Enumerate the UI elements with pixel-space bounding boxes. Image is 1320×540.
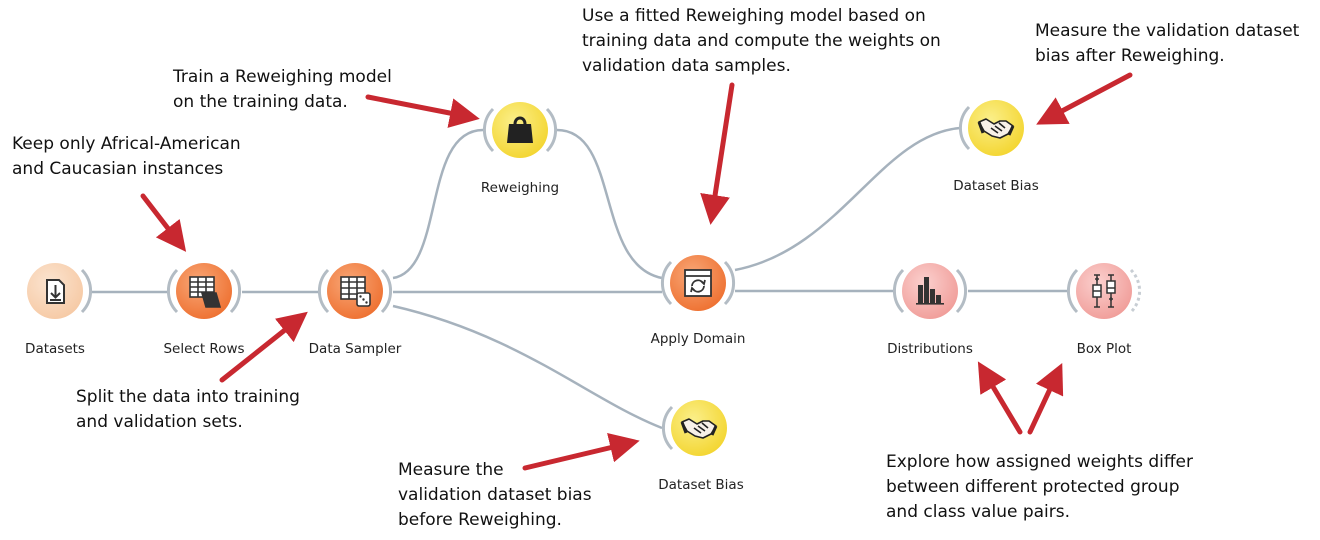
right-port-arc xyxy=(380,268,393,314)
link-data-sampler-reweighing[interactable] xyxy=(392,128,484,280)
annotation-line: Explore how assigned weights differ xyxy=(886,452,1194,472)
right-port-arc xyxy=(80,268,93,314)
annotation-line: on the training data. xyxy=(173,92,348,112)
node-distributions-label: Distributions xyxy=(887,341,973,357)
left-port-arc xyxy=(892,268,905,314)
annotation-line: Train a Reweighing model xyxy=(173,67,392,87)
weight-icon xyxy=(507,116,533,143)
left-port-arc xyxy=(482,107,495,153)
annotation-line: bias after Reweighing. xyxy=(1035,46,1225,66)
node-apply-domain-label: Apply Domain xyxy=(651,331,746,347)
right-port-arc-empty xyxy=(1129,268,1142,314)
histogram-icon xyxy=(916,277,944,305)
annotation-line: Split the data into training xyxy=(76,387,300,407)
annotation-line: and validation sets. xyxy=(76,412,243,432)
nodes-layer: Datasets Select Rows xyxy=(25,100,1142,493)
handshake-icon xyxy=(680,418,718,439)
node-reweighing[interactable]: Reweighing xyxy=(481,102,559,196)
annotation-line: training data and compute the weights on xyxy=(582,31,941,51)
annotation-line: before Reweighing. xyxy=(398,510,562,530)
annotation-line: Measure the validation dataset xyxy=(1035,21,1300,41)
left-port-arc xyxy=(317,268,330,314)
annotation-measure-before: Measure the validation dataset bias befo… xyxy=(398,458,592,533)
annotation-explore-weights: Explore how assigned weights differ betw… xyxy=(886,450,1193,525)
node-box-plot[interactable]: Box Plot xyxy=(1066,263,1142,357)
node-dataset-bias-bottom-label: Dataset Bias xyxy=(658,477,743,493)
annotation-line: validation dataset bias xyxy=(398,485,592,505)
node-dataset-bias-top[interactable]: Dataset Bias xyxy=(953,100,1039,194)
node-reweighing-label: Reweighing xyxy=(481,180,559,196)
annotation-line: and class value pairs. xyxy=(886,502,1071,522)
table-dice-icon xyxy=(340,276,371,307)
left-port-arc xyxy=(166,268,179,314)
node-distributions[interactable]: Distributions xyxy=(887,263,973,357)
arrow-explore-boxplot xyxy=(1027,362,1064,435)
left-port-arc xyxy=(1066,268,1079,314)
annotation-line: Keep only Africal-American xyxy=(12,134,241,154)
boxplot-icon xyxy=(1092,274,1116,308)
node-datasets[interactable]: Datasets xyxy=(25,263,93,357)
right-port-arc xyxy=(545,107,558,153)
node-box-plot-circle xyxy=(1076,263,1132,319)
node-box-plot-label: Box Plot xyxy=(1077,341,1132,357)
right-port-arc xyxy=(955,268,968,314)
annotation-train-reweighing: Train a Reweighing model on the training… xyxy=(173,65,392,115)
annotation-measure-after: Measure the validation dataset bias afte… xyxy=(1035,19,1299,69)
right-port-arc xyxy=(723,260,736,306)
annotation-use-fitted: Use a fitted Reweighing model based on t… xyxy=(582,4,941,79)
links-layer xyxy=(92,126,1068,430)
arrow-measure-before xyxy=(522,433,640,471)
arrow-split-data xyxy=(219,311,308,383)
arrow-train-reweighing xyxy=(365,94,480,128)
link-reweighing-apply-domain[interactable] xyxy=(556,128,663,280)
annotation-line: and Caucasian instances xyxy=(12,159,224,179)
node-dataset-bias-top-label: Dataset Bias xyxy=(953,178,1038,194)
node-select-rows[interactable]: Select Rows xyxy=(163,263,245,357)
node-dataset-bias-bottom[interactable]: Dataset Bias xyxy=(658,400,744,493)
handshake-icon xyxy=(977,118,1015,139)
annotation-line: validation data samples. xyxy=(582,56,791,76)
node-select-rows-label: Select Rows xyxy=(163,341,244,357)
download-file-icon xyxy=(46,279,65,304)
node-data-sampler[interactable]: Data Sampler xyxy=(309,263,402,357)
annotation-line: Use a fitted Reweighing model based on xyxy=(582,6,926,26)
annotation-line: Measure the xyxy=(398,460,504,480)
left-port-arc xyxy=(661,405,674,451)
table-select-icon xyxy=(189,276,222,308)
arrow-measure-after xyxy=(1036,72,1133,125)
node-apply-domain[interactable]: Apply Domain xyxy=(651,255,746,347)
left-port-arc xyxy=(660,260,673,306)
annotation-keep-rows: Keep only Africal-American and Caucasian… xyxy=(12,132,241,182)
arrow-keep-rows xyxy=(140,193,187,252)
refresh-window-icon xyxy=(684,269,712,297)
link-data-sampler-dataset-bias-bottom[interactable] xyxy=(392,304,663,430)
annotation-line: between different protected group xyxy=(886,477,1180,497)
link-apply-domain-dataset-bias-top[interactable] xyxy=(734,126,961,272)
right-port-arc xyxy=(229,268,242,314)
annotation-arrows xyxy=(140,72,1133,471)
annotation-split-data: Split the data into training and validat… xyxy=(76,385,300,435)
arrow-explore-distributions xyxy=(977,361,1023,435)
left-port-arc xyxy=(958,105,971,151)
arrow-use-fitted xyxy=(700,82,735,225)
node-datasets-label: Datasets xyxy=(25,341,85,357)
node-data-sampler-label: Data Sampler xyxy=(309,341,402,357)
